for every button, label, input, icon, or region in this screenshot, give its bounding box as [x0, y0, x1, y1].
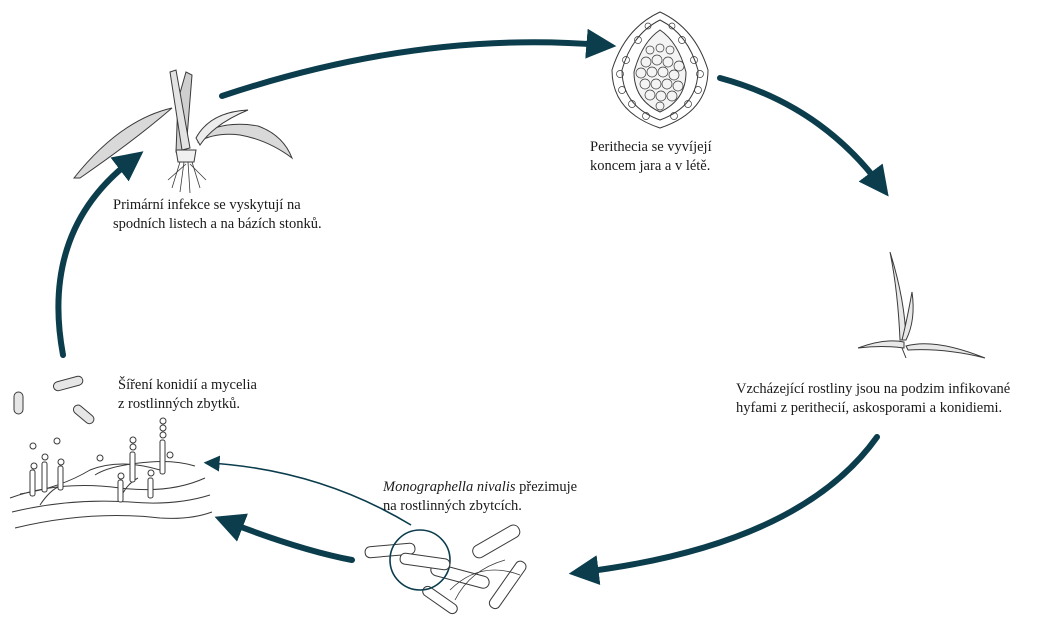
perithecium-icon	[611, 11, 709, 129]
species-name: Monographella nivalis	[383, 479, 516, 495]
label-overwintering-rest: přezimuje	[515, 479, 578, 495]
arrow-perithecia-to-emerging	[717, 75, 889, 197]
infected-plant-base-icon	[72, 69, 294, 194]
label-overwintering-line1: Monographella nivalis přezimuje	[383, 478, 577, 497]
label-perithecia: Perithecia se vyvíjejí koncem jara a v l…	[590, 138, 712, 176]
arrow-emerging-to-debris	[568, 434, 880, 585]
label-primary-infection: Primární infekce se vyskytují na spodníc…	[113, 196, 322, 234]
thin-arrow-debris-to-mycelium	[203, 455, 412, 526]
label-spread-line2: z rostlinných zbytků.	[118, 396, 241, 412]
label-perithecia-line2: koncem jara a v létě.	[590, 158, 711, 174]
label-emerging-plants: Vzcházející rostliny jsou na podzim infi…	[736, 380, 1010, 418]
label-spread-line1: Šíření konidií a mycelia	[118, 377, 257, 393]
label-primary-line1: Primární infekce se vyskytují na	[113, 197, 301, 213]
arrow-spread-to-primary	[55, 151, 144, 358]
arrow-debris-to-spread	[214, 513, 355, 563]
label-perithecia-line1: Perithecia se vyvíjejí	[590, 139, 712, 155]
label-primary-line2: spodních listech a na bázích stonků.	[113, 216, 322, 232]
mycelium-conidia-icon	[9, 375, 213, 529]
label-overwintering: Monographella nivalis přezimuje na rostl…	[383, 478, 577, 516]
arrow-primary-to-perithecia	[219, 28, 617, 99]
plant-debris-icon	[364, 524, 527, 615]
label-emerging-line1: Vzcházející rostliny jsou na podzim infi…	[736, 381, 1011, 397]
seedling-icon	[857, 251, 986, 359]
label-emerging-line2: hyfami z perithecií, askosporami a konid…	[736, 400, 1003, 416]
label-spread: Šíření konidií a mycelia z rostlinných z…	[118, 376, 257, 414]
label-overwintering-line2: na rostlinných zbytcích.	[383, 498, 522, 514]
